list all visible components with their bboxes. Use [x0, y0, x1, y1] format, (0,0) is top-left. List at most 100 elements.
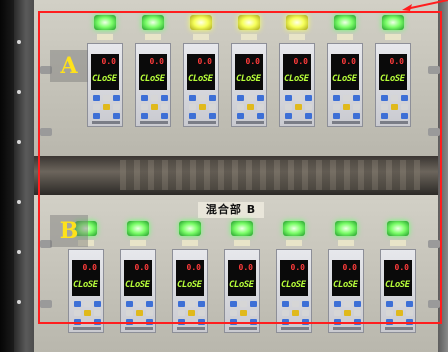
controller-key: [406, 310, 413, 316]
indicator-lamp-green: [283, 221, 305, 236]
setpoint-readout: 0.0: [341, 57, 356, 66]
red-highlight-box: [38, 11, 442, 324]
controller-key: [198, 310, 205, 316]
setpoint-readout: 0.0: [290, 263, 305, 272]
controller-key: [141, 95, 148, 101]
status-readout: CLoSE: [229, 280, 254, 290]
mounting-post: [40, 128, 52, 136]
controller-key: [334, 301, 341, 307]
controller-brand-strip: [177, 327, 205, 330]
controller-key: [295, 95, 302, 101]
controller-key: [250, 310, 257, 316]
controller-key: [282, 310, 289, 316]
controller-key: [230, 301, 237, 307]
controller-key: [188, 301, 195, 307]
controller-key: [302, 301, 309, 307]
controller-key: [93, 95, 100, 101]
status-readout: CLoSE: [281, 280, 306, 290]
setpoint-readout: 0.0: [134, 263, 149, 272]
controller-key: [199, 95, 206, 101]
rail-screw: [17, 90, 21, 94]
controller-key: [126, 301, 133, 307]
controller-key: [103, 95, 110, 101]
controller-brand-strip: [188, 121, 216, 124]
controller-key: [396, 310, 403, 316]
controller-key: [151, 95, 158, 101]
controller-brand-strip: [385, 327, 413, 330]
red-arrow-icon: [402, 0, 448, 11]
controller-key: [333, 113, 340, 119]
rail-screw: [17, 300, 21, 304]
controller-key: [343, 95, 350, 101]
setpoint-readout: 0.0: [293, 57, 308, 66]
controller-brand-strip: [333, 327, 361, 330]
controller-key: [257, 113, 264, 119]
controller-key: [353, 95, 360, 101]
controller-key: [189, 104, 196, 110]
controller-key: [285, 104, 292, 110]
controller-key: [94, 310, 101, 316]
controller-key: [396, 301, 403, 307]
controller-key: [209, 113, 216, 119]
controller-key: [209, 104, 216, 110]
setpoint-readout: 0.0: [342, 263, 357, 272]
controller-key: [401, 95, 408, 101]
rack-gap-wiring: [120, 160, 420, 190]
indicator-lamp-green: [335, 221, 357, 236]
lamp-tag: [286, 240, 302, 246]
status-readout: CLoSE: [284, 74, 309, 84]
nameplate-mixing-section-b: 混合部 B: [198, 202, 264, 218]
controller-key: [353, 104, 360, 110]
indicator-lamp-yellow: [238, 15, 260, 30]
indicator-lamp-green: [387, 221, 409, 236]
controller-key: [401, 104, 408, 110]
status-readout: CLoSE: [177, 280, 202, 290]
controller-key: [240, 310, 247, 316]
controller-key: [391, 95, 398, 101]
controller-key: [189, 95, 196, 101]
controller-key: [209, 95, 216, 101]
controller-key: [302, 310, 309, 316]
lamp-tag: [385, 34, 401, 40]
lamp-tag: [289, 34, 305, 40]
controller-key: [161, 113, 168, 119]
status-readout: CLoSE: [125, 280, 150, 290]
indicator-lamp-green: [179, 221, 201, 236]
mounting-post: [428, 300, 440, 308]
controller-key: [282, 301, 289, 307]
status-readout: CLoSE: [333, 280, 358, 290]
controller-key: [141, 113, 148, 119]
controller-key: [178, 310, 185, 316]
controller-key: [84, 310, 91, 316]
controller-key: [406, 301, 413, 307]
indicator-lamp-green: [142, 15, 164, 30]
controller-key: [344, 310, 351, 316]
status-readout: CLoSE: [385, 280, 410, 290]
mounting-post: [428, 66, 440, 74]
lamp-tag: [182, 240, 198, 246]
controller-key: [146, 310, 153, 316]
indicator-lamp-green: [94, 15, 116, 30]
controller-key: [257, 95, 264, 101]
lamp-tag: [241, 34, 257, 40]
lamp-tag: [97, 34, 113, 40]
controller-key: [381, 95, 388, 101]
controller-key: [146, 301, 153, 307]
